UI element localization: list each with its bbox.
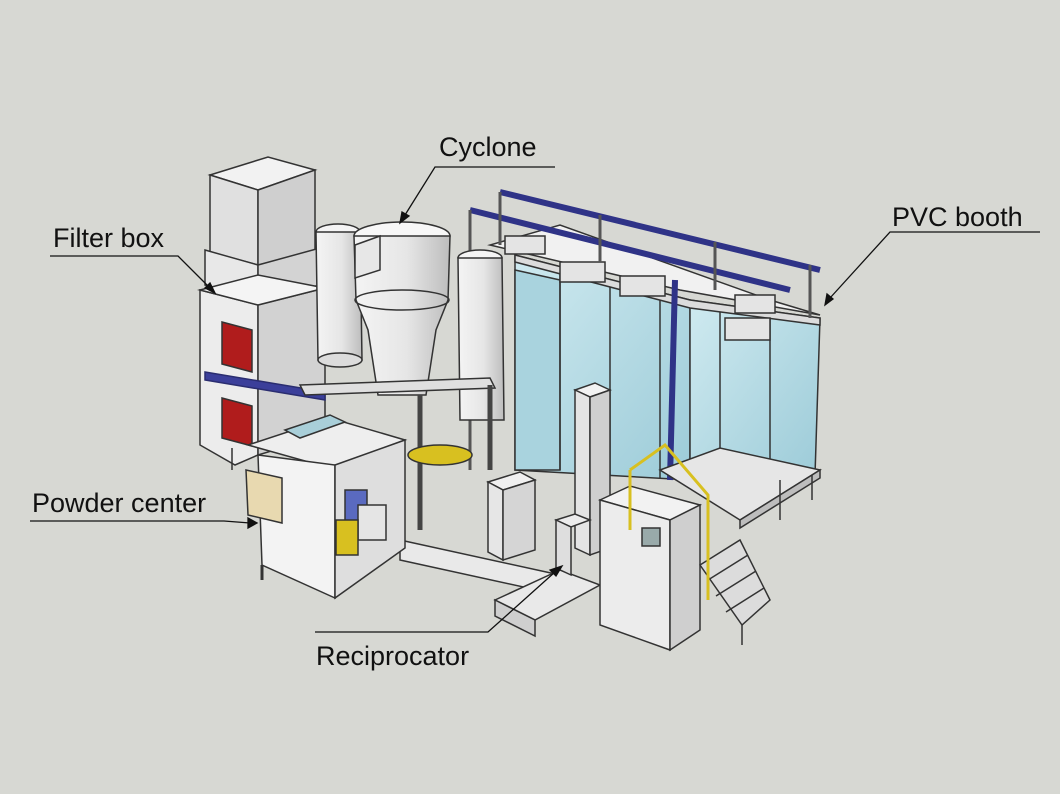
- floor-base: [399, 539, 602, 638]
- leader-lines: [30, 166, 1040, 633]
- safety-rail: [628, 442, 710, 600]
- control-cabinet: [597, 485, 703, 652]
- stairs: [698, 538, 771, 645]
- cyclone: [298, 221, 505, 530]
- pvc-booth: [468, 189, 822, 530]
- filter-box: [197, 156, 326, 470]
- cyclone-label: Cyclone: [439, 132, 537, 162]
- reciprocator: [486, 382, 612, 577]
- reciprocator-label: Reciprocator: [316, 641, 470, 671]
- powder-center-label: Powder center: [32, 488, 207, 518]
- pvc-booth-label: PVC booth: [892, 202, 1023, 232]
- powder-center: [245, 414, 408, 600]
- filter-box-label: Filter box: [53, 223, 165, 253]
